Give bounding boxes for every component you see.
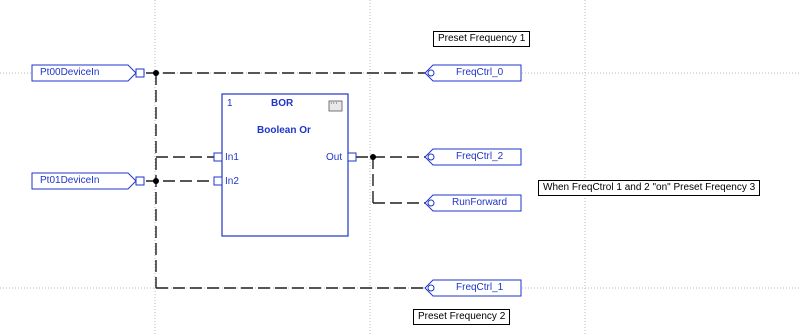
- input-tag-pt00[interactable]: [31, 64, 145, 82]
- bor-block[interactable]: [213, 93, 357, 237]
- ellipsis-icon[interactable]: ···: [330, 99, 338, 108]
- output-tag-freq2[interactable]: [424, 148, 522, 166]
- block-desc: Boolean Or: [257, 125, 311, 136]
- output-tag-freq1[interactable]: [424, 279, 522, 297]
- output-tag-freq1-label: FreqCtrl_1: [456, 282, 504, 293]
- note-preset-frequency-2: Preset Frequency 2: [413, 309, 511, 325]
- block-name: BOR: [271, 98, 294, 109]
- input-tag-pt01[interactable]: [31, 172, 145, 190]
- block-index: 1: [227, 98, 233, 109]
- junctions: [153, 70, 376, 184]
- input-tag-pt00-label: Pt00DeviceIn: [40, 67, 100, 78]
- block-pin-out: Out: [326, 152, 343, 163]
- output-tag-freq0[interactable]: [424, 64, 522, 82]
- note-preset-frequency-3: When FreqCtrol 1 and 2 "on" Preset Freqe…: [538, 180, 761, 196]
- output-tag-freq0-label: FreqCtrl_0: [456, 67, 504, 78]
- note-preset-frequency-1: Preset Frequency 1: [433, 31, 531, 47]
- block-pin-in2: In2: [225, 176, 239, 187]
- output-tag-run[interactable]: [424, 194, 522, 212]
- block-pin-in1: In1: [225, 152, 239, 163]
- output-tag-run-label: RunForward: [452, 197, 508, 208]
- output-tag-freq2-label: FreqCtrl_2: [456, 151, 504, 162]
- input-tag-pt01-label: Pt01DeviceIn: [40, 175, 100, 186]
